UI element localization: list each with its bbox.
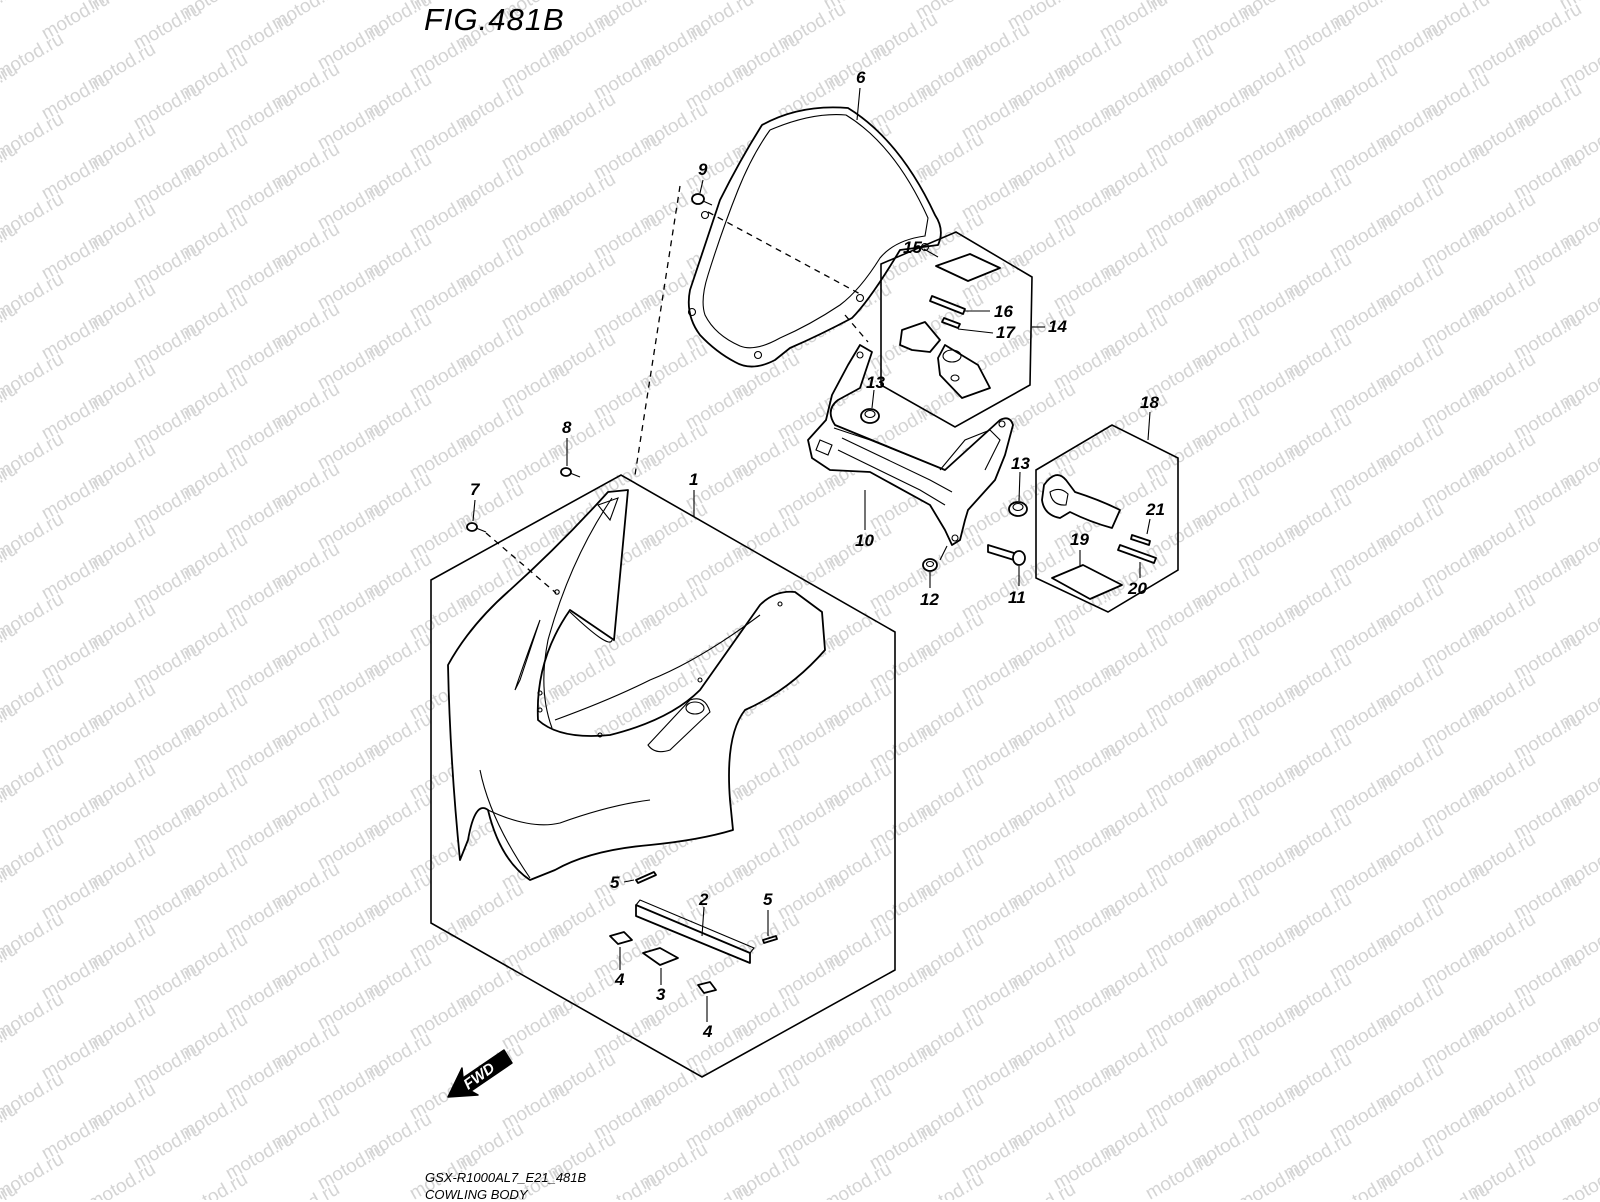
cowling-group-box bbox=[430, 474, 896, 1078]
callout-7: 7 bbox=[470, 480, 481, 499]
callout-5b: 5 bbox=[763, 890, 773, 909]
figure-title: FIG.481B bbox=[424, 2, 565, 37]
leader-9 bbox=[699, 179, 704, 194]
leader-screen-bracket bbox=[844, 314, 869, 343]
callout-2: 2 bbox=[698, 890, 709, 909]
callout-5a: 5 bbox=[610, 873, 620, 892]
tape-5a-part[interactable] bbox=[635, 871, 657, 884]
callout-6: 6 bbox=[856, 68, 866, 87]
watermark-text: motod.ru bbox=[176, 1169, 251, 1200]
callout-13b: 13 bbox=[1011, 454, 1030, 473]
leader-cowl-top bbox=[634, 185, 681, 476]
callout-16: 16 bbox=[994, 302, 1013, 321]
leader-13b bbox=[1018, 471, 1021, 502]
leader-6 bbox=[856, 87, 861, 121]
watermark-text: motod.ru bbox=[84, 1159, 159, 1200]
figure-caption: COWLING BODY bbox=[425, 1187, 528, 1202]
nut-12-part[interactable] bbox=[922, 558, 938, 572]
callout-11: 11 bbox=[1008, 588, 1026, 607]
nut-13b-part[interactable] bbox=[1008, 501, 1028, 517]
watermark-text: motod.ru bbox=[590, 1169, 665, 1200]
leader-7-to-cowl bbox=[485, 532, 557, 594]
watermark-text: motod.ru bbox=[912, 1169, 987, 1200]
callout-13a: 13 bbox=[866, 373, 885, 392]
callout-10: 10 bbox=[855, 531, 874, 550]
leader-13a bbox=[871, 389, 875, 409]
callout-14: 14 bbox=[1048, 317, 1067, 336]
leader-15 bbox=[923, 248, 939, 258]
callout-4a: 4 bbox=[614, 970, 625, 989]
bracket-10-part[interactable] bbox=[807, 344, 1014, 546]
watermark-text: motod.ru bbox=[1142, 1149, 1217, 1200]
group-box-14 bbox=[880, 231, 1033, 428]
bolt-9-part[interactable] bbox=[691, 193, 713, 206]
callout-9: 9 bbox=[698, 160, 708, 179]
leader-7 bbox=[472, 499, 476, 522]
leader-18 bbox=[1147, 411, 1151, 441]
nut-13a-part[interactable] bbox=[860, 408, 880, 424]
watermark-text: motod.ru bbox=[1004, 1179, 1079, 1200]
callout-12: 12 bbox=[920, 590, 939, 609]
pin-20-part[interactable] bbox=[1117, 544, 1157, 564]
watermark-text: motod.ru bbox=[682, 1179, 757, 1200]
callout-3: 3 bbox=[656, 985, 666, 1004]
leader-21 bbox=[1146, 518, 1151, 535]
bolt-11-part[interactable] bbox=[987, 544, 1026, 566]
leader-17 bbox=[957, 328, 994, 334]
watermark-text: motod.ru bbox=[1326, 1169, 1401, 1200]
tape-5b-part[interactable] bbox=[762, 935, 778, 944]
seal-2-part[interactable] bbox=[635, 899, 755, 964]
leader-screen-bolt bbox=[707, 211, 863, 296]
callout-1: 1 bbox=[689, 470, 698, 489]
callout-18: 18 bbox=[1140, 393, 1159, 412]
watermark-text: motod.ru bbox=[1234, 1159, 1309, 1200]
bolt-7-part[interactable] bbox=[466, 522, 487, 533]
pad-4b-part[interactable] bbox=[697, 981, 717, 994]
pad-4a-part[interactable] bbox=[609, 931, 633, 945]
leader-5a bbox=[623, 879, 635, 883]
watermark-text: motod.ru bbox=[268, 1179, 343, 1200]
callout-20: 20 bbox=[1127, 579, 1147, 598]
leader-2 bbox=[701, 906, 705, 937]
leader-12-up bbox=[939, 545, 948, 561]
callout-15: 15 bbox=[903, 238, 922, 257]
callout-labels: 1 2 3 4 4 5 5 6 7 8 9 10 11 12 13 13 14 … bbox=[470, 68, 1165, 1041]
hinge-18-part[interactable] bbox=[1041, 474, 1121, 529]
windscreen-part[interactable] bbox=[687, 106, 942, 368]
label-15-part[interactable] bbox=[935, 253, 1001, 282]
bolt-8-part[interactable] bbox=[560, 467, 581, 478]
watermark-text: motod.ru bbox=[1418, 1179, 1493, 1200]
hinge-14-part[interactable] bbox=[899, 321, 991, 399]
callout-8: 8 bbox=[562, 418, 572, 437]
spring-21-part[interactable] bbox=[1130, 534, 1151, 546]
watermark-text: motod.ru bbox=[1556, 1159, 1600, 1200]
group-box-18 bbox=[1035, 424, 1179, 613]
model-code: GSX-R1000AL7_E21_481B bbox=[425, 1170, 587, 1185]
upper-cowling-part[interactable] bbox=[447, 489, 826, 881]
label-19-part[interactable] bbox=[1051, 564, 1123, 600]
callout-17: 17 bbox=[996, 323, 1016, 342]
pad-3-part[interactable] bbox=[642, 947, 679, 966]
callout-4b: 4 bbox=[702, 1022, 713, 1041]
callout-19: 19 bbox=[1070, 530, 1089, 549]
pin-16-part[interactable] bbox=[929, 295, 966, 315]
spring-17-part[interactable] bbox=[941, 317, 961, 329]
callout-21: 21 bbox=[1145, 500, 1165, 519]
watermark-text: motod.ru bbox=[820, 1159, 895, 1200]
watermark-text: motod.ru bbox=[0, 0, 21, 34]
